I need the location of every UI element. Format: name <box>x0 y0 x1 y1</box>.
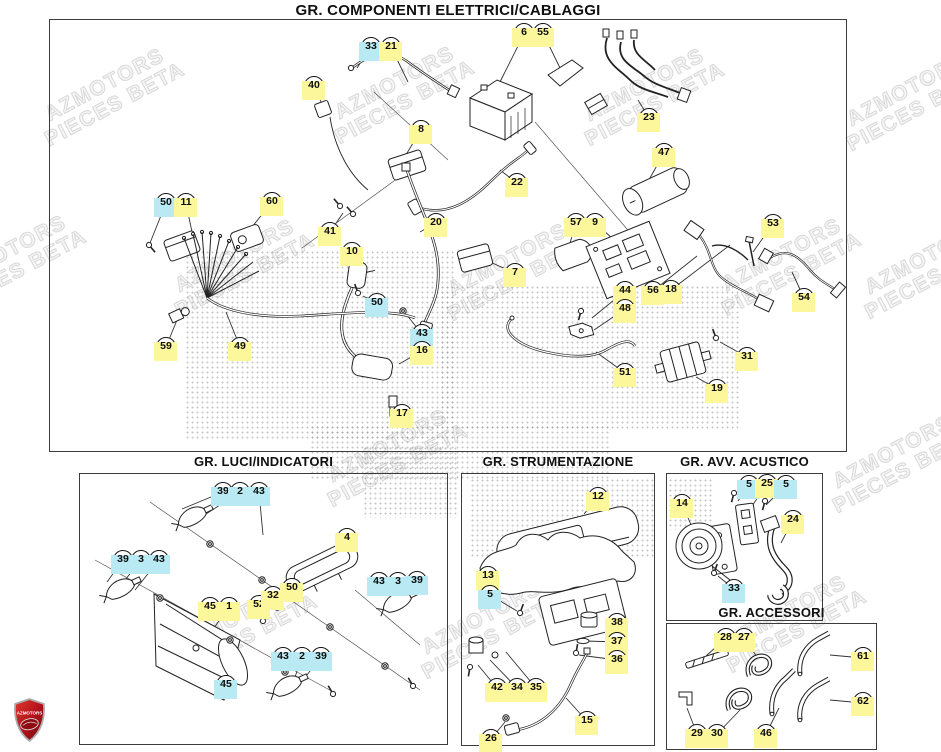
section-title-avv-acustico: GR. AVV. ACUSTICO <box>680 454 809 469</box>
part-callout-7[interactable]: 7 <box>503 263 526 287</box>
section-box-accessori <box>666 623 877 750</box>
part-callout-9[interactable]: 9 <box>583 213 606 237</box>
part-callout-59[interactable]: 59 <box>154 337 177 361</box>
section-title-accessori: GR. ACCESSORI <box>718 605 825 620</box>
part-callout-38[interactable]: 38 <box>605 613 628 637</box>
part-callout-44[interactable]: 44 <box>613 281 636 305</box>
part-callout-29[interactable]: 29 <box>685 724 708 748</box>
part-callout-15[interactable]: 15 <box>575 711 598 735</box>
section-box-strumentazione <box>461 473 655 746</box>
section-box-avv-acustico <box>666 473 823 621</box>
part-callout-41[interactable]: 41 <box>318 222 341 246</box>
part-callout-5[interactable]: 5 <box>774 475 797 499</box>
part-callout-30[interactable]: 30 <box>705 724 728 748</box>
section-title-strumentazione: GR. STRUMENTAZIONE <box>482 454 634 469</box>
part-callout-40[interactable]: 40 <box>302 76 325 100</box>
part-callout-26[interactable]: 26 <box>479 729 502 752</box>
part-callout-22[interactable]: 22 <box>505 173 528 197</box>
part-callout-27[interactable]: 27 <box>732 628 755 652</box>
part-callout-35[interactable]: 35 <box>524 678 547 702</box>
part-callout-33[interactable]: 33 <box>359 37 382 61</box>
part-callout-48[interactable]: 48 <box>613 299 636 323</box>
section-box-luci <box>79 473 448 745</box>
part-callout-39[interactable]: 39 <box>405 571 428 595</box>
part-callout-20[interactable]: 20 <box>424 213 447 237</box>
part-callout-45[interactable]: 45 <box>214 675 237 699</box>
azmotors-logo-icon[interactable]: AZMOTORS <box>11 697 48 743</box>
part-callout-14[interactable]: 14 <box>670 494 693 518</box>
part-callout-54[interactable]: 54 <box>792 288 815 312</box>
page-title: GR. COMPONENTI ELETTRICI/CABLAGGI <box>295 2 601 19</box>
part-callout-47[interactable]: 47 <box>652 143 675 167</box>
part-callout-31[interactable]: 31 <box>735 347 758 371</box>
section-title-luci: GR. LUCI/INDICATORI <box>193 454 334 469</box>
part-callout-16[interactable]: 16 <box>410 341 433 365</box>
part-callout-1[interactable]: 1 <box>217 597 240 621</box>
halftone-patch <box>310 425 610 480</box>
part-callout-12[interactable]: 12 <box>586 487 609 511</box>
part-callout-46[interactable]: 46 <box>754 724 777 748</box>
part-callout-61[interactable]: 61 <box>851 647 874 671</box>
part-callout-37[interactable]: 37 <box>605 632 628 656</box>
part-callout-5[interactable]: 5 <box>478 585 501 609</box>
part-callout-39[interactable]: 39 <box>309 647 332 671</box>
part-callout-18[interactable]: 18 <box>659 280 682 304</box>
part-callout-60[interactable]: 60 <box>260 192 283 216</box>
part-callout-62[interactable]: 62 <box>851 692 874 716</box>
part-callout-11[interactable]: 11 <box>174 193 197 217</box>
part-callout-43[interactable]: 43 <box>247 482 270 506</box>
part-callout-51[interactable]: 51 <box>613 363 636 387</box>
part-callout-21[interactable]: 21 <box>379 37 402 61</box>
part-callout-17[interactable]: 17 <box>390 404 413 428</box>
part-callout-53[interactable]: 53 <box>761 214 784 238</box>
part-callout-55[interactable]: 55 <box>531 23 554 47</box>
part-callout-50[interactable]: 50 <box>154 193 177 217</box>
part-callout-42[interactable]: 42 <box>485 678 508 702</box>
part-callout-19[interactable]: 19 <box>705 379 728 403</box>
part-callout-50[interactable]: 50 <box>365 293 388 317</box>
part-callout-43[interactable]: 43 <box>147 550 170 574</box>
part-callout-23[interactable]: 23 <box>637 108 660 132</box>
section-box-componenti <box>49 19 847 452</box>
part-callout-13[interactable]: 13 <box>476 566 499 590</box>
part-callout-36[interactable]: 36 <box>605 650 628 674</box>
part-callout-49[interactable]: 49 <box>228 337 251 361</box>
part-callout-4[interactable]: 4 <box>335 528 358 552</box>
logo-brand-text: AZMOTORS <box>17 711 43 716</box>
part-callout-50[interactable]: 50 <box>280 578 303 602</box>
part-callout-24[interactable]: 24 <box>781 510 804 534</box>
part-callout-33[interactable]: 33 <box>722 579 745 603</box>
part-callout-8[interactable]: 8 <box>409 120 432 144</box>
part-callout-10[interactable]: 10 <box>340 242 363 266</box>
